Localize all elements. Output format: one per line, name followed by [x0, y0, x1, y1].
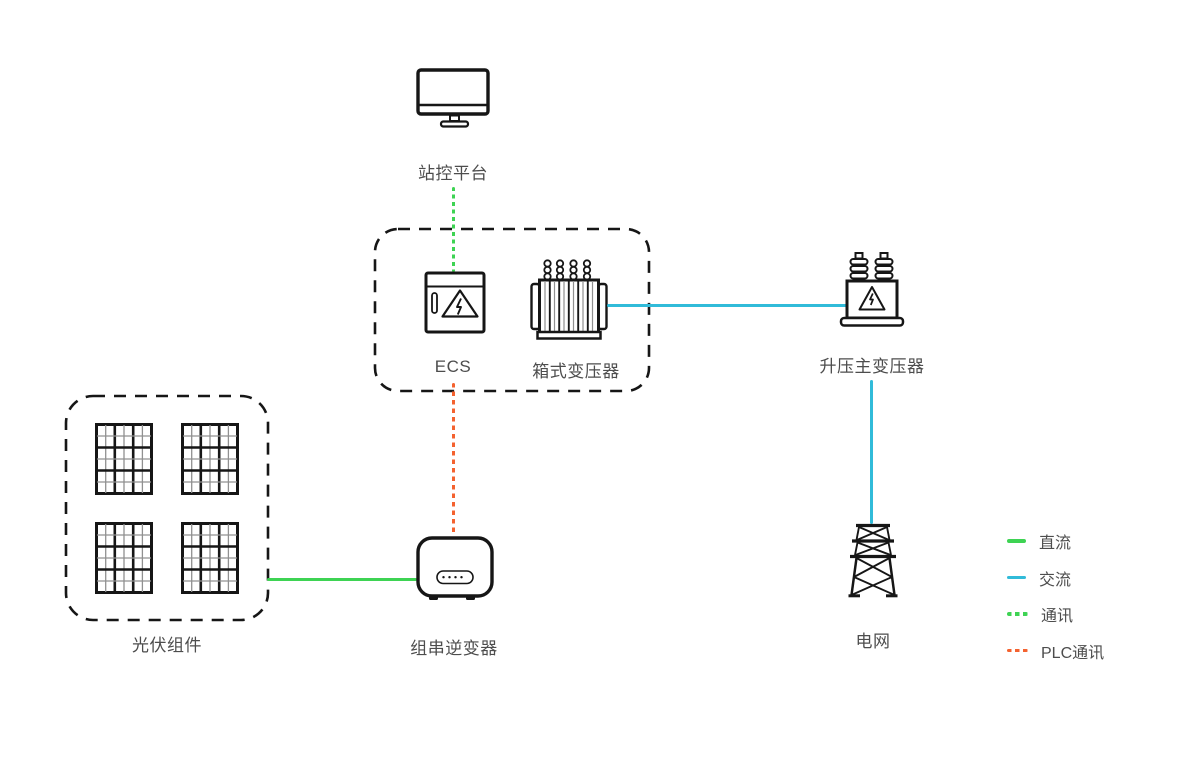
- dc-line-pv-inverter: [267, 578, 417, 581]
- box-transformer-label: 箱式变压器: [532, 362, 620, 381]
- monitor-icon: [416, 68, 490, 128]
- station-label: 站控平台: [418, 164, 488, 183]
- pv-panel-icon: [181, 522, 239, 594]
- plc-line-swatch: [1007, 648, 1028, 653]
- pv-modules-label: 光伏组件: [132, 636, 202, 655]
- inverter-icon: [416, 536, 494, 600]
- box-transformer-icon: [530, 259, 608, 340]
- legend-label-dc: 直流: [1039, 535, 1072, 552]
- pv-group-box: [64, 394, 270, 622]
- inverter-label: 组串逆变器: [410, 639, 498, 658]
- legend-item-ac: 交流: [1007, 566, 1104, 590]
- comm-line-station-ecs: [452, 187, 455, 272]
- main-transformer-icon: [839, 252, 905, 327]
- ecs-label: ECS: [434, 357, 472, 376]
- grid-label: 电网: [855, 632, 891, 651]
- legend-label-comm: 通讯: [1041, 608, 1074, 625]
- ac-line-maintr-grid: [870, 380, 873, 524]
- legend-item-plc: PLC通讯: [1007, 639, 1104, 663]
- pv-panel-icon: [95, 522, 153, 594]
- pv-panel-icon: [95, 423, 153, 495]
- legend-item-dc: 直流: [1007, 529, 1104, 553]
- legend-label-plc: PLC通讯: [1041, 644, 1105, 662]
- legend: 直流 交流 通讯 PLC通讯: [1007, 529, 1104, 663]
- dc-line-swatch: [1007, 539, 1026, 543]
- ecs-cabinet-icon: [424, 271, 486, 334]
- pv-panel-icon: [181, 423, 239, 495]
- grid-tower-icon: [848, 523, 898, 598]
- comm-line-swatch: [1007, 612, 1028, 616]
- main-transformer-label: 升压主变压器: [819, 357, 925, 376]
- legend-label-ac: 交流: [1039, 571, 1072, 589]
- ecs-boxtr-group-box: [373, 227, 651, 393]
- ac-line-swatch: [1007, 575, 1026, 580]
- ac-line-boxtr-maintr: [607, 304, 847, 307]
- legend-item-comm: 通讯: [1007, 602, 1104, 626]
- plc-line-ecs-inverter: [452, 383, 455, 535]
